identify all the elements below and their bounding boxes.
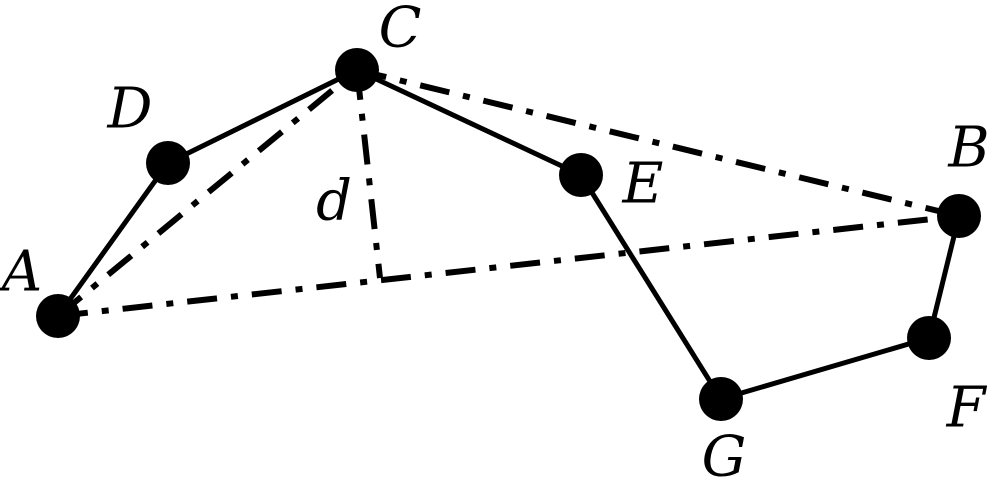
- edge-A-B-dashdot: [57, 213, 960, 319]
- label-E: E: [622, 152, 664, 217]
- edge-C-B-dashdot: [356, 67, 960, 219]
- label-F: F: [946, 376, 988, 441]
- label-C: C: [379, 0, 422, 61]
- edge-E-G-solid: [578, 173, 724, 401]
- edge-C-P-dashdot: [354, 69, 383, 279]
- point-F-dot: [907, 316, 951, 360]
- edge-C-E-solid: [355, 67, 583, 178]
- edge-G-F-solid: [720, 335, 930, 402]
- point-D-dot: [146, 141, 190, 185]
- point-B-dot: [937, 194, 981, 238]
- label-A: A: [0, 240, 42, 305]
- label-G: G: [702, 425, 747, 490]
- edge-A-D-solid: [55, 161, 171, 318]
- label-distance-d: d: [316, 169, 352, 234]
- label-B: B: [947, 116, 988, 181]
- point-C-dot: [335, 48, 379, 92]
- point-E-dot: [559, 153, 603, 197]
- edge-A-C-dashdot: [56, 67, 359, 319]
- point-G-dot: [699, 377, 743, 421]
- point-A-dot: [36, 294, 80, 338]
- edge-D-C-solid: [166, 67, 359, 166]
- label-D: D: [107, 77, 153, 142]
